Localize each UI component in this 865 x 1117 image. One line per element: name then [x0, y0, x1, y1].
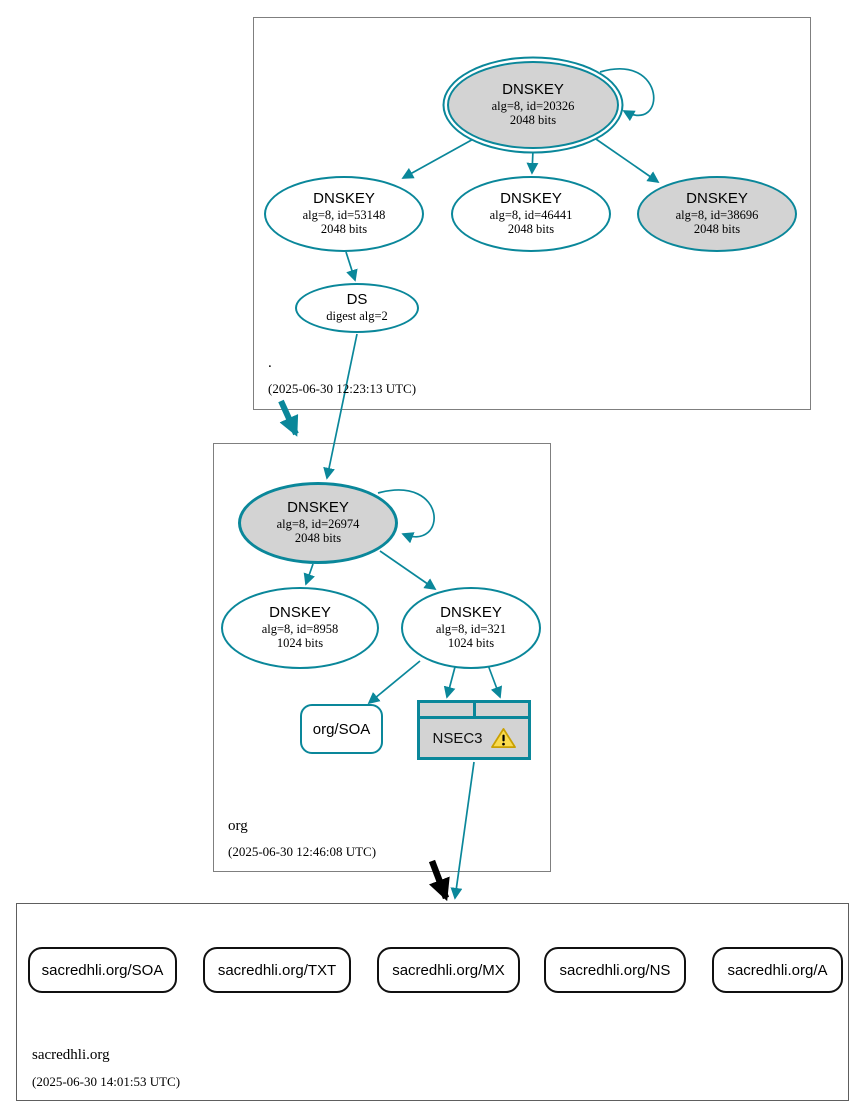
- node-alg-id: alg=8, id=26974: [276, 516, 360, 531]
- node-title: DNSKEY: [686, 190, 748, 207]
- rrset-label: sacredhli.org/NS: [559, 961, 671, 979]
- node-bits: 2048 bits: [507, 222, 555, 237]
- node-alg-id: alg=8, id=53148: [302, 207, 386, 222]
- node-root-dnskey-53148: DNSKEY alg=8, id=53148 2048 bits: [264, 176, 424, 252]
- rrset-label: sacredhli.org/MX: [392, 961, 505, 979]
- node-org-soa: org/SOA: [300, 704, 383, 754]
- node-bits: 2048 bits: [693, 222, 741, 237]
- node-title: DNSKEY: [313, 190, 375, 207]
- node-alg-id: alg=8, id=8958: [261, 621, 339, 636]
- zone-name-org: org: [228, 818, 248, 834]
- node-root-dnskey-38696: DNSKEY alg=8, id=38696 2048 bits: [637, 176, 797, 252]
- node-bits: 2048 bits: [509, 113, 557, 128]
- rrset-label: org/SOA: [312, 720, 371, 738]
- zone-timestamp-org: (2025-06-30 12:46:08 UTC): [228, 844, 377, 859]
- node-title: DS: [346, 291, 368, 309]
- warning-triangle-icon: [490, 728, 516, 748]
- rrset-sacredhli-soa: sacredhli.org/SOA: [28, 947, 177, 993]
- node-title: DNSKEY: [440, 604, 502, 621]
- zone-box-sacredhli: [16, 903, 849, 1101]
- zone-name-root: .: [268, 355, 272, 371]
- node-alg-id: alg=8, id=38696: [675, 207, 759, 222]
- node-org-dnskey-8958: DNSKEY alg=8, id=8958 1024 bits: [221, 587, 379, 669]
- node-bits: 2048 bits: [294, 531, 342, 546]
- zone-box-org: [213, 443, 551, 872]
- node-title: DNSKEY: [269, 604, 331, 621]
- zone-timestamp-root: (2025-06-30 12:23:13 UTC): [268, 381, 417, 396]
- node-root-ksk-dnskey: DNSKEY alg=8, id=20326 2048 bits: [447, 61, 619, 149]
- node-alg-id: alg=8, id=321: [435, 621, 507, 636]
- rrset-sacredhli-mx: sacredhli.org/MX: [377, 947, 520, 993]
- node-root-ds: DS digest alg=2: [295, 283, 419, 333]
- node-title: DNSKEY: [287, 499, 349, 516]
- zone-box-root: [253, 17, 811, 410]
- rrset-label: sacredhli.org/A: [727, 961, 828, 979]
- node-digest: digest alg=2: [326, 308, 388, 323]
- rrset-label: sacredhli.org/TXT: [217, 961, 337, 979]
- rrset-label: sacredhli.org/SOA: [41, 961, 164, 979]
- node-alg-id: alg=8, id=20326: [491, 98, 575, 113]
- rrset-sacredhli-txt: sacredhli.org/TXT: [203, 947, 351, 993]
- node-root-dnskey-46441: DNSKEY alg=8, id=46441 2048 bits: [451, 176, 611, 252]
- node-alg-id: alg=8, id=46441: [489, 207, 573, 222]
- rrset-sacredhli-a: sacredhli.org/A: [712, 947, 843, 993]
- node-org-ksk-dnskey: DNSKEY alg=8, id=26974 2048 bits: [238, 482, 398, 564]
- zone-name-sacredhli: sacredhli.org: [32, 1047, 110, 1063]
- nsec3-tab-left: [420, 703, 473, 716]
- nsec3-label: NSEC3: [432, 729, 483, 747]
- rrset-sacredhli-ns: sacredhli.org/NS: [544, 947, 686, 993]
- node-bits: 1024 bits: [276, 636, 324, 651]
- node-bits: 2048 bits: [320, 222, 368, 237]
- nsec3-body: NSEC3: [420, 719, 528, 757]
- node-title: DNSKEY: [502, 81, 564, 98]
- node-org-dnskey-321: DNSKEY alg=8, id=321 1024 bits: [401, 587, 541, 669]
- zone-timestamp-sacredhli: (2025-06-30 14:01:53 UTC): [32, 1074, 181, 1089]
- node-bits: 1024 bits: [447, 636, 495, 651]
- nsec3-tab-right: [475, 703, 528, 716]
- node-title: DNSKEY: [500, 190, 562, 207]
- node-org-nsec3: NSEC3: [417, 700, 531, 760]
